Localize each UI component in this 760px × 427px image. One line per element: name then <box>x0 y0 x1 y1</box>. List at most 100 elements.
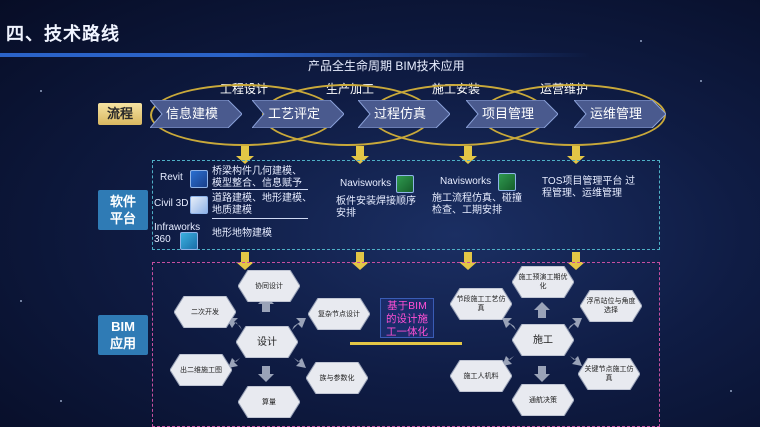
software-label-line2: 平台 <box>109 211 136 226</box>
bim-label-line2: 应用 <box>109 336 136 351</box>
hex-label: 节段施工工艺仿真 <box>456 296 506 312</box>
integration-line3: 工一体化 <box>386 326 428 338</box>
arrow-to-process-sim <box>502 318 516 330</box>
hex-shape <box>308 298 370 330</box>
hex-shape <box>578 358 640 390</box>
civil3d-icon <box>190 196 208 214</box>
hex-parametric-family: 族与参数化 <box>306 362 368 394</box>
hex-label: 出二维施工图 <box>180 366 222 374</box>
civil3d-name: Civil 3D <box>154 198 189 209</box>
hex-shape <box>306 362 368 394</box>
hex-label: 施工人机料 <box>463 372 499 380</box>
design-construction-integration: 基于BIM 的设计施 工一体化 <box>380 298 434 338</box>
arrow-to-drawings <box>228 356 242 368</box>
navisworks-icon-1 <box>396 175 414 193</box>
hex-label: 族与参数化 <box>319 374 355 382</box>
hex-label: 施工预演工期优化 <box>518 274 568 290</box>
hex-shape <box>170 354 232 386</box>
hex-key-node-simulation: 关键节点施工仿真 <box>578 358 640 390</box>
revit-icon <box>190 170 208 188</box>
arrow-to-quantities <box>258 366 274 382</box>
flow-step-simulation: 过程仿真 <box>356 99 451 129</box>
software-label-line1: 软件 <box>109 194 136 209</box>
arrow-to-complex <box>292 318 306 330</box>
bim-row-label: BIM 应用 <box>98 315 148 355</box>
integration-accent-line <box>350 342 462 345</box>
navisworks-desc-2: 施工流程仿真、碰撞 检查、工期安排 <box>432 193 522 217</box>
navisworks2-desc-line1: 施工流程仿真、碰撞 <box>432 193 522 204</box>
tos-line1: TOS项目管理平台 过 <box>542 176 636 187</box>
revit-desc: 桥梁构件几何建模、 模型整合、信息赋予 <box>212 166 302 190</box>
hex-construction-resources: 施工人机料 <box>450 360 512 392</box>
navisworks-icon-2 <box>498 173 516 191</box>
hex-shape <box>174 296 236 328</box>
hex-label: 算量 <box>262 398 276 406</box>
bim-label-line1: BIM <box>111 319 135 334</box>
infraworks-name: Infraworks 360 <box>154 222 200 246</box>
flow-step-project-mgmt: 项目管理 <box>464 99 559 129</box>
hex-shape <box>238 270 300 302</box>
down-arrow <box>567 146 585 164</box>
civil3d-desc: 道路建模、地形建模、 地质建模 <box>212 193 312 217</box>
navisworks-name-2: Navisworks <box>440 176 492 187</box>
civil3d-underline <box>212 218 308 219</box>
flow-step-label: 过程仿真 <box>373 106 426 121</box>
hex-shape <box>450 360 512 392</box>
hex-label: 二次开发 <box>191 308 219 316</box>
title-underline <box>0 53 590 57</box>
infraworks-name-line2: 360 <box>154 234 171 245</box>
flow-step-process-eval: 工艺评定 <box>250 99 345 129</box>
flow-step-label: 运维管理 <box>589 106 642 121</box>
arrow-to-navigation <box>534 366 550 382</box>
page-title: 四、技术路线 <box>6 24 120 44</box>
down-arrow <box>236 252 254 270</box>
hex-label: 协同设计 <box>255 282 283 290</box>
hex-label: 设计 <box>257 336 277 348</box>
hex-shape <box>450 288 512 320</box>
hex-shape <box>236 326 298 358</box>
integration-line1: 基于BIM <box>387 300 427 312</box>
hex-shape <box>512 324 574 356</box>
tos-line2: 程管理、运维管理 <box>542 188 622 199</box>
hex-2d-drawings: 出二维施工图 <box>170 354 232 386</box>
flow-step-label: 工艺评定 <box>267 106 320 121</box>
flow-step-operation-mgmt: 运维管理 <box>572 99 667 129</box>
infraworks-desc: 地形地物建模 <box>212 228 272 239</box>
hex-construction-rehearsal: 施工预演工期优化 <box>512 266 574 298</box>
arrow-to-warning <box>534 302 550 318</box>
hex-label: 关键节点施工仿真 <box>584 366 634 382</box>
hex-label: 通航决策 <box>529 396 557 404</box>
arrow-to-floating <box>568 318 582 330</box>
down-arrow <box>351 252 369 270</box>
hex-shape <box>238 386 300 418</box>
hex-segment-process-simulation: 节段施工工艺仿真 <box>450 288 512 320</box>
civil3d-desc-line1: 道路建模、地形建模、 <box>212 193 312 204</box>
hex-floating-crane-selection: 浮吊站位与角度选择 <box>580 290 642 322</box>
software-row-label: 软件 平台 <box>98 190 148 230</box>
flow-row-label: 流程 <box>98 103 142 125</box>
flow-step-label: 信息建模 <box>165 106 218 121</box>
navisworks-name-1: Navisworks <box>340 178 392 189</box>
hex-label: 施工 <box>533 334 553 346</box>
down-arrow <box>236 146 254 164</box>
hex-complex-node-design: 复杂节点设计 <box>308 298 370 330</box>
infraworks-icon <box>180 232 198 250</box>
hex-design-center: 设计 <box>236 326 298 358</box>
software-platform-box <box>152 160 660 250</box>
integration-line2: 的设计施 <box>386 313 428 325</box>
revit-desc-line2: 模型整合、信息赋予 <box>212 178 302 189</box>
revit-name: Revit <box>160 172 183 183</box>
hex-collaborative-design: 协同设计 <box>238 270 300 302</box>
down-arrow <box>351 146 369 164</box>
down-arrow <box>459 252 477 270</box>
navisworks2-desc-line2: 检查、工期安排 <box>432 205 502 216</box>
hex-shape <box>580 290 642 322</box>
revit-underline <box>212 189 308 190</box>
hex-shape <box>512 384 574 416</box>
arrow-to-workforce <box>502 354 516 366</box>
arrow-to-key-node <box>568 354 582 366</box>
navisworks1-desc-line1: 板件安装焊接顺序 <box>336 196 416 207</box>
navisworks1-desc-line2: 安排 <box>336 208 356 219</box>
hex-label: 复杂节点设计 <box>318 310 360 318</box>
